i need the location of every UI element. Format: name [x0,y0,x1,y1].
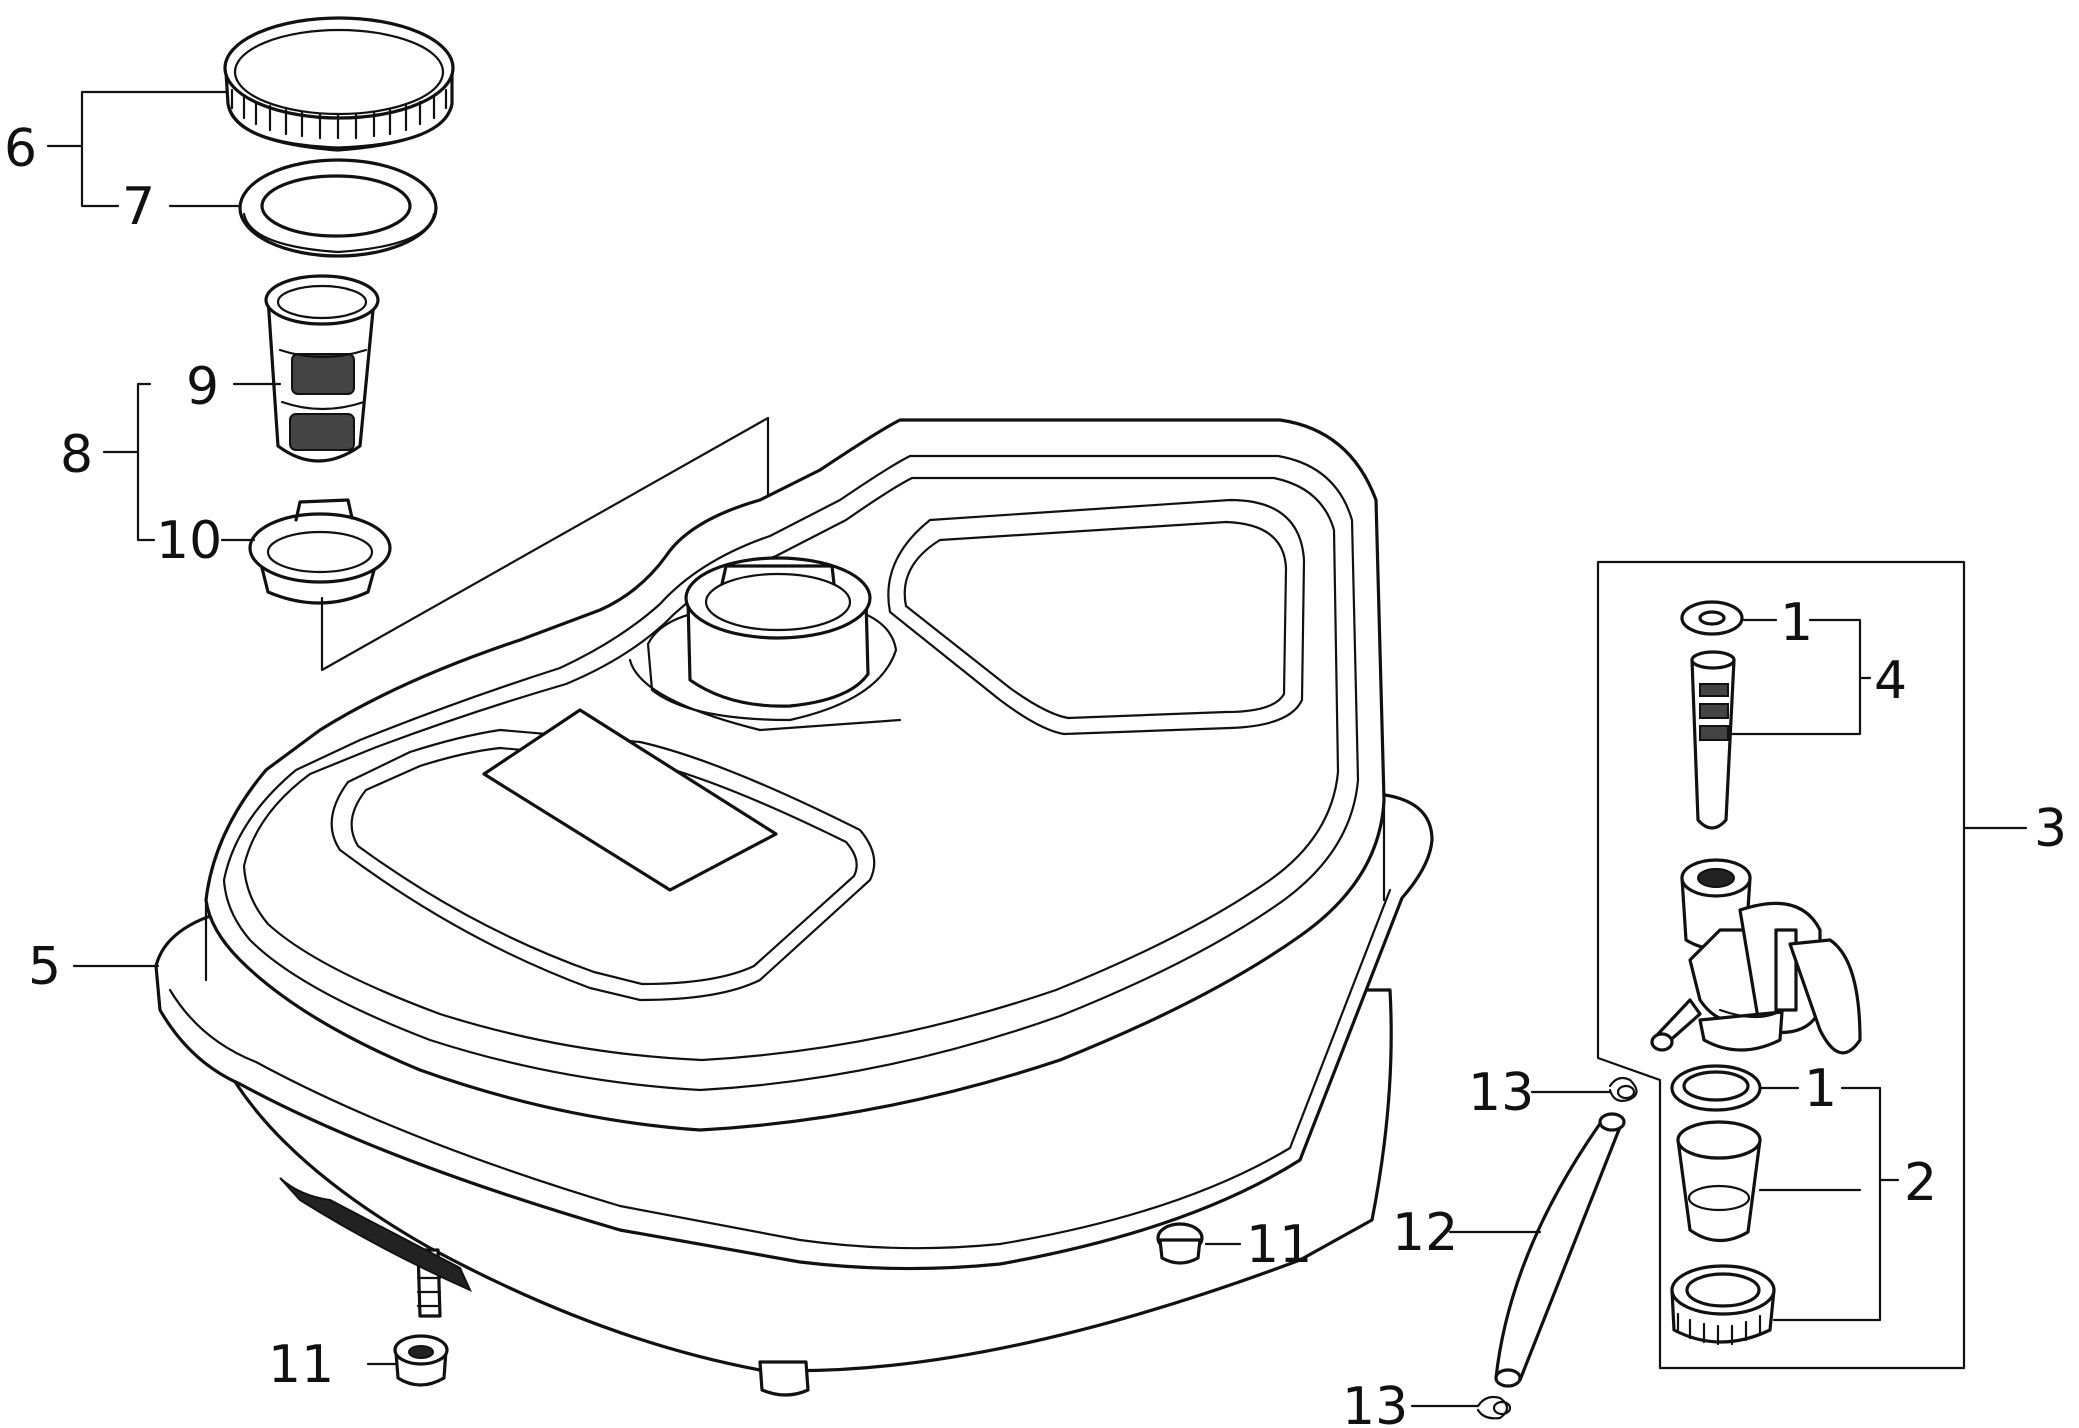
callout-6: 6 [4,119,37,179]
fuel-strainer [264,274,380,463]
valve-washer-top [1680,600,1744,636]
callout-11-plug: 11 [1246,1215,1312,1275]
callout-2: 2 [1904,1153,1937,1213]
callout-4: 4 [1874,651,1907,711]
strainer-collar [248,498,392,605]
sediment-cup-gasket [1670,1064,1762,1112]
callout-5: 5 [28,937,61,997]
tube-clip-lower [1476,1395,1512,1420]
fuel-valve-assembly-bracket [1596,560,1966,1370]
callout-9: 9 [186,357,219,417]
callout-13-upper: 13 [1468,1063,1534,1123]
valve-strainer-tube [1690,650,1736,830]
callout-3: 3 [2034,799,2067,859]
tube-clip-upper [1608,1076,1638,1102]
tank-plug-small [1156,1222,1204,1265]
sediment-cup [1676,1120,1762,1243]
fuel-tube [1494,1112,1626,1388]
callout-1-top: 1 [1780,593,1813,653]
cup-ring-nut [1670,1264,1776,1346]
cap-gasket [238,158,438,258]
callout-13-lower: 13 [1342,1377,1408,1428]
callout-12: 12 [1392,1203,1458,1263]
callout-11-drain: 11 [268,1335,334,1395]
drain-plug [393,1334,449,1387]
filler-cap [223,16,455,152]
callout-8: 8 [60,425,93,485]
fuel-tank [154,418,1434,1397]
callout-1-lower: 1 [1804,1059,1837,1119]
fuel-valve-body [1650,858,1862,1055]
callout-7: 7 [122,177,155,237]
leader-lines [46,90,2028,1408]
callout-10: 10 [156,511,222,571]
